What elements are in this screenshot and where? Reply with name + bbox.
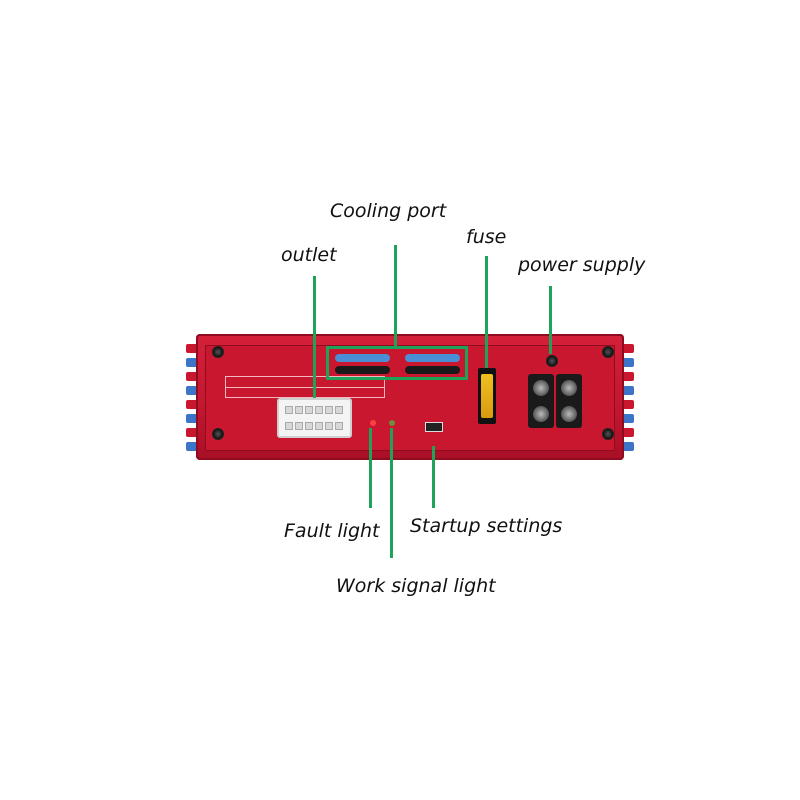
left-fin (186, 442, 200, 451)
terminal-bolt (561, 406, 577, 422)
cooling-slot (405, 354, 460, 362)
connector-pin (315, 422, 323, 430)
label-work-signal-light: Work signal light (336, 575, 496, 597)
connector-pin (315, 406, 323, 414)
terminal-bolt (561, 380, 577, 396)
fuse-holder (478, 368, 496, 424)
connector-pin (325, 406, 333, 414)
outlet-leader (313, 276, 316, 398)
left-fin (186, 414, 200, 423)
right-fin (620, 428, 634, 437)
work-signal-leader (390, 428, 393, 558)
label-startup-settings: Startup settings (410, 515, 563, 537)
connector-pin (325, 422, 333, 430)
terminal-bolt (533, 380, 549, 396)
screw (602, 346, 614, 358)
right-fin (620, 386, 634, 395)
left-fin (186, 428, 200, 437)
fault-light-leader (369, 428, 372, 508)
label-power-supply: power supply (518, 254, 646, 276)
connector-pin (285, 422, 293, 430)
label-fuse: fuse (466, 226, 507, 248)
power-terminal-positive (528, 374, 554, 428)
right-fin (620, 442, 634, 451)
connector-pin (305, 422, 313, 430)
right-fin (620, 344, 634, 353)
cooling-slot (335, 366, 390, 374)
left-fin (186, 400, 200, 409)
work-signal-led (389, 420, 395, 426)
label-outlet: outlet (281, 244, 337, 266)
screw (212, 428, 224, 440)
connector-pin (335, 406, 343, 414)
screw (212, 346, 224, 358)
screw (546, 355, 558, 367)
power-supply-leader (549, 286, 552, 354)
connector-pin (305, 406, 313, 414)
fault-led (370, 420, 376, 426)
right-fin (620, 358, 634, 367)
left-fin (186, 372, 200, 381)
startup-settings-leader (432, 446, 435, 508)
screw (602, 428, 614, 440)
cooling-slot (405, 366, 460, 374)
left-fin (186, 358, 200, 367)
connector-pin (295, 406, 303, 414)
connector-pin (335, 422, 343, 430)
outlet-connector (277, 398, 352, 438)
label-fault-light: Fault light (284, 520, 380, 542)
connector-pin (285, 406, 293, 414)
terminal-bolt (533, 406, 549, 422)
left-fin (186, 344, 200, 353)
fuse-blade (481, 374, 493, 418)
right-fin (620, 414, 634, 423)
label-cooling-port: Cooling port (330, 200, 447, 222)
cooling-port-leader (394, 245, 397, 347)
power-terminal-negative (556, 374, 582, 428)
connector-pin (295, 422, 303, 430)
right-fin (620, 400, 634, 409)
startup-switch[interactable] (425, 422, 443, 432)
fuse-leader (485, 256, 488, 368)
right-fin (620, 372, 634, 381)
pin-label-table (225, 376, 385, 398)
cooling-port-highlight (326, 346, 468, 380)
cooling-slot (335, 354, 390, 362)
left-fin (186, 386, 200, 395)
